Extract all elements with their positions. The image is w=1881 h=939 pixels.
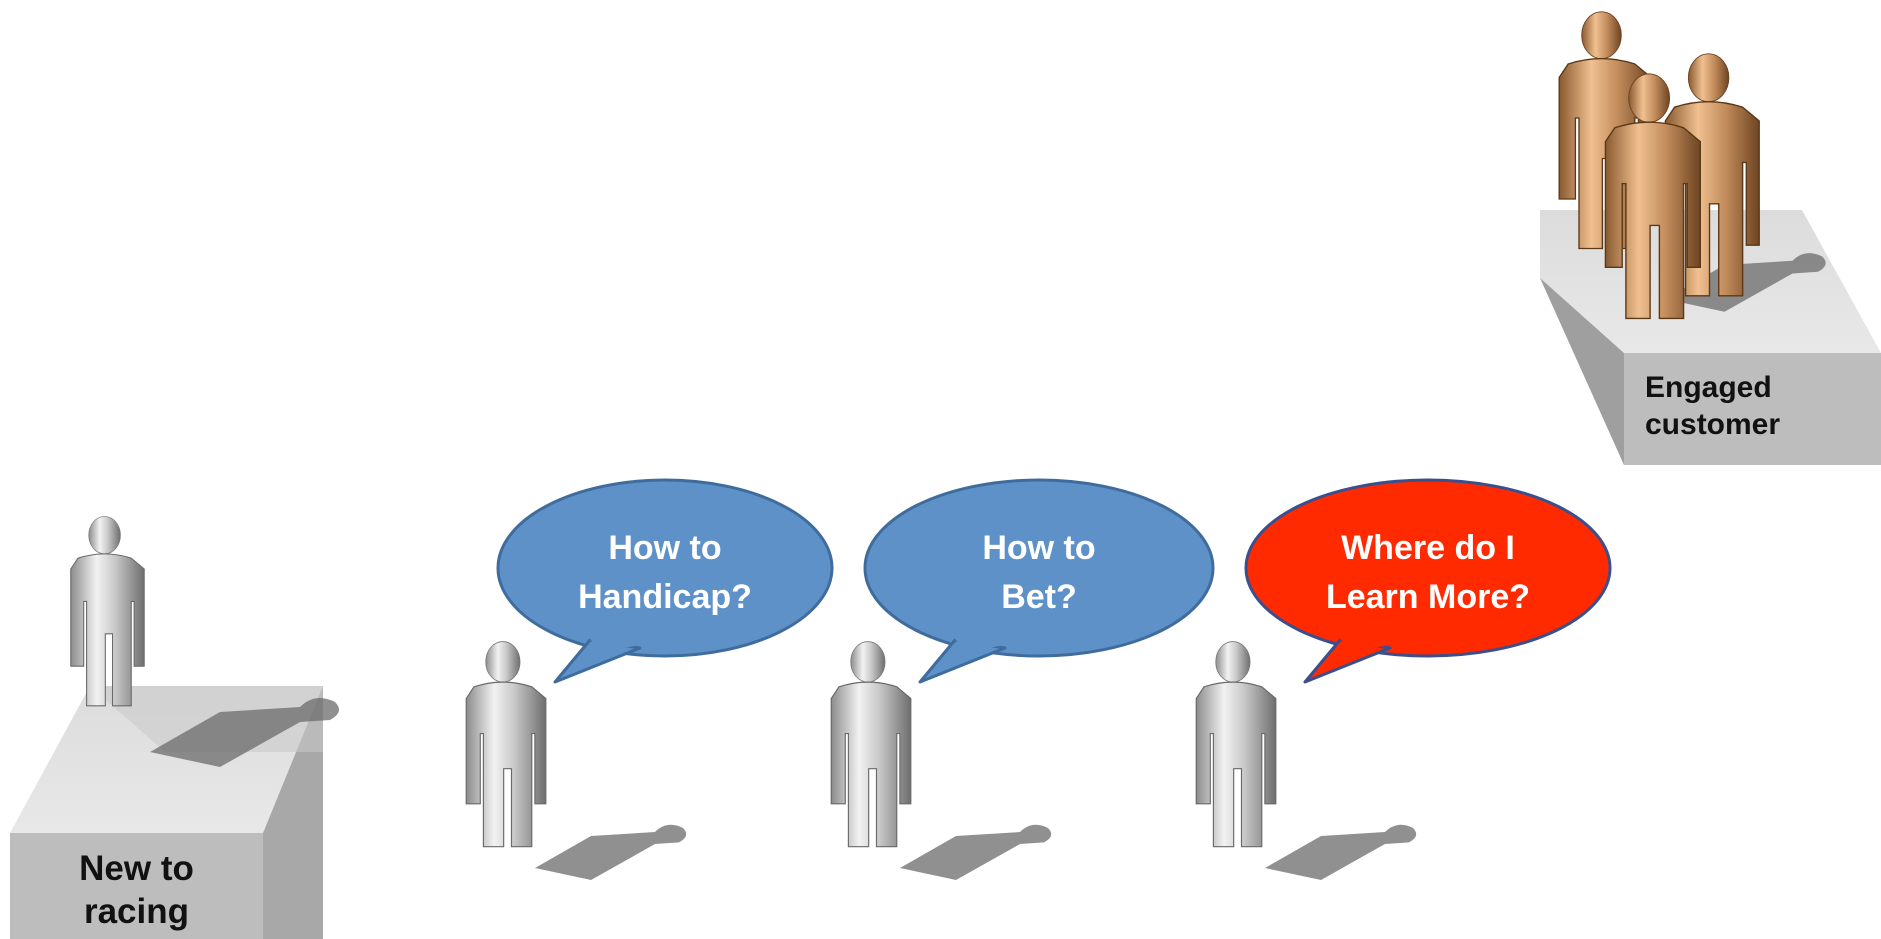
end-stage-label: Engaged customer xyxy=(1645,370,1780,443)
end-label-line1: Engaged xyxy=(1645,371,1772,404)
bubble-line1: How to xyxy=(982,529,1096,567)
bubble-line1: How to xyxy=(608,529,722,567)
speech-bubble-handicap xyxy=(496,478,834,684)
bubble-text-bet: How to Bet? xyxy=(899,524,1179,623)
shadow xyxy=(535,824,687,880)
speech-bubble-learn-more xyxy=(1244,478,1612,684)
person-figure xyxy=(70,515,145,707)
person-figure xyxy=(465,640,547,848)
bubble-line2: Handicap? xyxy=(578,578,752,617)
bubble-line1: Where do I xyxy=(1341,529,1515,567)
shadow xyxy=(1265,824,1417,880)
start-label-line2: racing xyxy=(83,891,190,931)
person-figure xyxy=(1195,640,1277,848)
end-label-line2: customer xyxy=(1645,407,1781,441)
start-stage-label: New to racing xyxy=(10,848,263,933)
speech-bubble-bet xyxy=(863,478,1215,684)
bubble-line2: Bet? xyxy=(1001,578,1077,617)
bubble-line2: Learn More? xyxy=(1325,578,1531,617)
start-label-line1: New to xyxy=(79,849,194,888)
shadow xyxy=(900,824,1052,880)
bubble-text-handicap: How to Handicap? xyxy=(525,524,805,623)
bubble-text-learn-more: Where do I Learn More? xyxy=(1278,524,1578,623)
person-figure xyxy=(830,640,912,848)
